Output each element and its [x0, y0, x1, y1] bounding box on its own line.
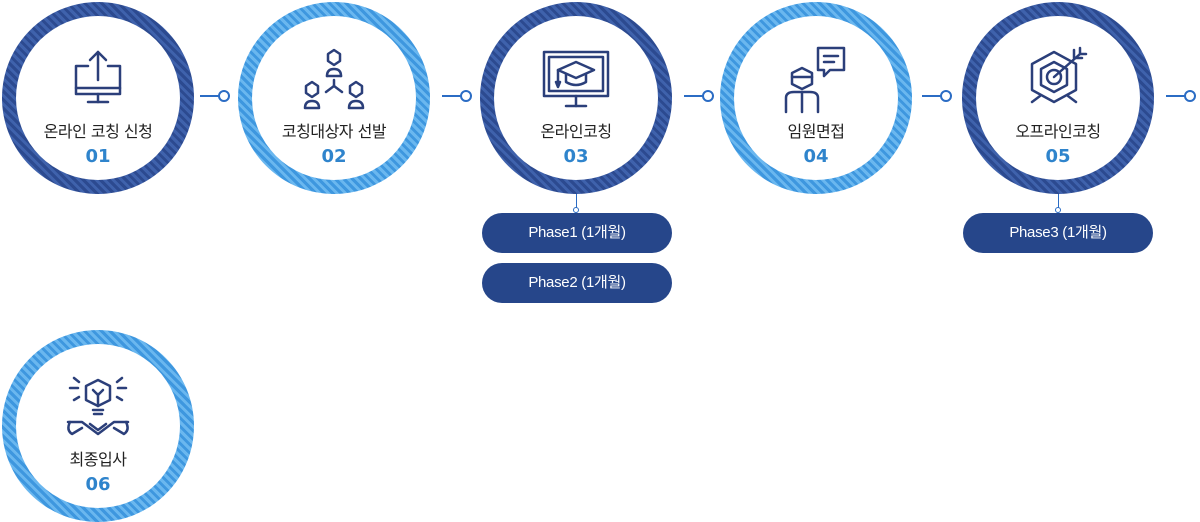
upload-monitor-icon [62, 44, 134, 116]
step-label: 최종입사 [69, 450, 127, 469]
phase-pill: Phase2 (1개월) [482, 263, 672, 303]
phase-connector-dot [573, 207, 579, 213]
step-label: 오프라인코칭 [1015, 122, 1101, 141]
step-01: 온라인 코칭 신청 01 [2, 2, 194, 194]
idea-handshake-icon [62, 372, 134, 444]
interview-icon [780, 44, 852, 116]
step-03: 온라인코칭 03 [480, 2, 672, 194]
hierarchy-icon [298, 44, 370, 116]
step-number: 03 [563, 146, 589, 167]
phase-connector-dot [1055, 207, 1061, 213]
step-02: 코칭대상자 선발 02 [238, 2, 430, 194]
connector [200, 90, 230, 102]
online-lecture-icon [540, 44, 612, 116]
step-04: 임원면접 04 [720, 2, 912, 194]
step-number: 06 [85, 474, 111, 495]
connector [684, 90, 714, 102]
phase-pill: Phase3 (1개월) [963, 213, 1153, 253]
step-label: 임원면접 [787, 122, 845, 141]
step-label: 온라인 코칭 신청 [43, 122, 153, 141]
connector [922, 90, 952, 102]
phase-connector-line [576, 194, 577, 210]
step-number: 01 [85, 146, 111, 167]
target-icon [1022, 44, 1094, 116]
step-number: 05 [1045, 146, 1071, 167]
step-06: 최종입사 06 [2, 330, 194, 522]
step-label: 코칭대상자 선발 [281, 122, 387, 141]
phase-connector-line [1058, 194, 1059, 210]
step-05: 오프라인코칭 05 [962, 2, 1154, 194]
connector [1166, 90, 1196, 102]
connector [442, 90, 472, 102]
step-number: 02 [321, 146, 347, 167]
step-label: 온라인코칭 [540, 122, 612, 141]
phase-pill: Phase1 (1개월) [482, 213, 672, 253]
step-number: 04 [803, 146, 829, 167]
